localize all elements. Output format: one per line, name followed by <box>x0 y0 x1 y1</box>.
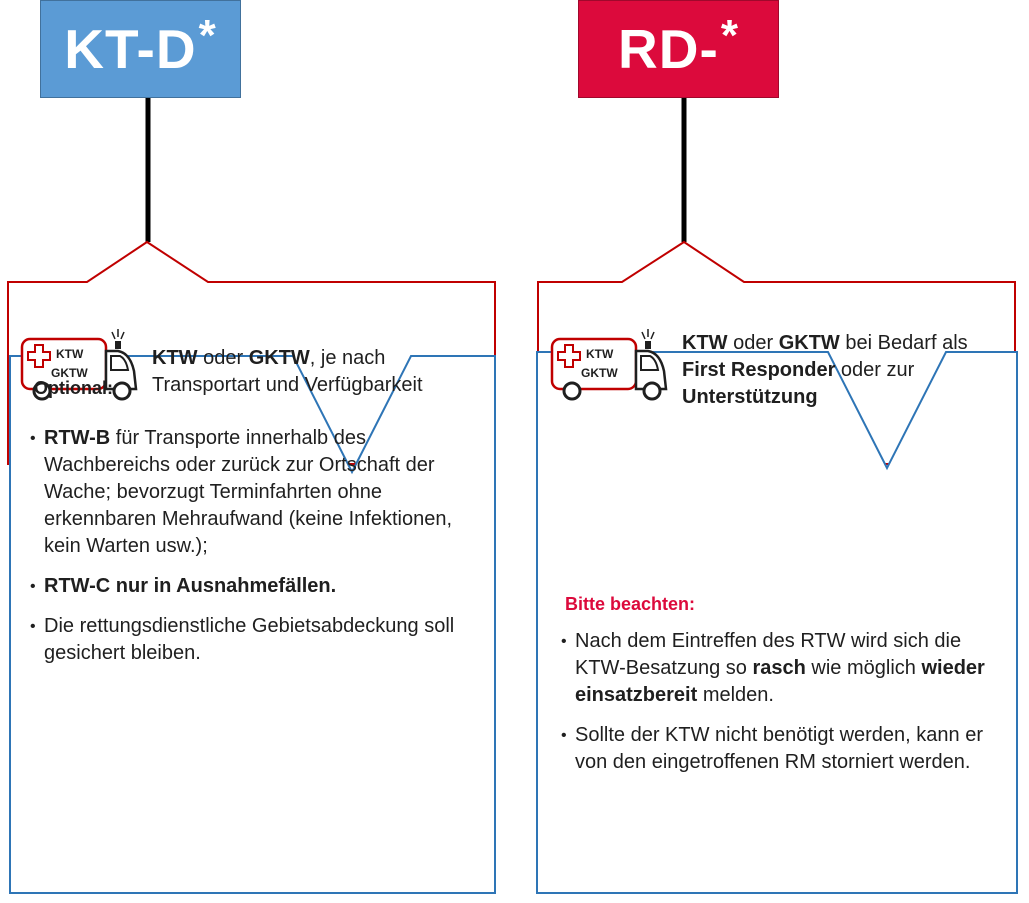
item-bold: RTW-B <box>44 427 111 449</box>
item-text: Sollte der KTW nicht benötigt werden, ka… <box>575 724 983 773</box>
ambulance-icon-line1: KTW <box>56 347 84 361</box>
kt-d-note-heading: Optional: <box>34 378 113 398</box>
item-bold: wieder einsatzbereit <box>575 657 985 706</box>
list-item: •Die rettungsdienstliche Gebietsabdeckun… <box>30 615 455 664</box>
rd-header-label: RD- <box>618 18 719 80</box>
list-item: •RTW-C nur in Ausnahmefällen. <box>30 575 337 597</box>
vehicle-suffix: bei Bedarf als <box>839 332 968 354</box>
vehicle-ktw: KTW <box>152 347 198 369</box>
ambulance-icon-line1: KTW <box>586 347 614 361</box>
kt-d-note-callout <box>9 355 496 894</box>
item-text: melden. <box>697 684 774 706</box>
vehicle-support: Unterstützung <box>682 386 818 408</box>
vehicle-ktw: KTW <box>682 332 728 354</box>
vehicle-first-responder: First Responder <box>682 359 836 381</box>
vehicle-suffix: , je nach <box>309 347 386 369</box>
kt-d-vehicle-text: KTW oder GKTW, je nach Transportart und … <box>152 345 423 399</box>
vehicle-gktw: GKTW <box>778 332 840 354</box>
rd-note-list: •Nach dem Eintreffen des RTW wird sich d… <box>561 628 1001 789</box>
kt-d-header: KT-D* <box>40 0 241 98</box>
rd-note-heading: Bitte beachten: <box>565 594 696 614</box>
item-bold: RTW-C nur in Ausnahmefällen. <box>44 575 337 597</box>
ambulance-icon-line2: GKTW <box>51 366 88 380</box>
ambulance-icon: KTW GKTW <box>20 329 138 401</box>
rd-header-star: * <box>720 11 739 60</box>
ambulance-icon-line2: GKTW <box>581 366 618 380</box>
kt-d-note-list: •RTW-B für Transporte innerhalb des Wach… <box>30 425 482 680</box>
vehicle-connector-2: oder zur <box>835 359 915 381</box>
item-text: für Transporte innerhalb des Wachbereich… <box>44 427 453 557</box>
list-item: •Nach dem Eintreffen des RTW wird sich d… <box>561 630 985 706</box>
rd-vehicle-text: KTW oder GKTW bei Bedarf als First Respo… <box>682 330 968 411</box>
item-text: Nach dem Eintreffen des RTW wird sich di… <box>575 630 962 679</box>
vehicle-connector: oder <box>197 347 249 369</box>
ambulance-icon: KTW GKTW <box>550 329 668 401</box>
vehicle-connector: oder <box>727 332 779 354</box>
rd-header: RD-* <box>578 0 779 98</box>
list-item: •RTW-B für Transporte innerhalb des Wach… <box>30 427 453 557</box>
kt-d-header-label: KT-D <box>64 18 197 80</box>
rd-note-callout <box>536 351 1018 894</box>
list-item: •Sollte der KTW nicht benötigt werden, k… <box>561 724 983 773</box>
kt-d-header-star: * <box>198 11 217 60</box>
item-bold: rasch <box>752 657 806 679</box>
vehicle-gktw: GKTW <box>248 347 310 369</box>
item-text: wie möglich <box>805 657 922 679</box>
item-text: Die rettungsdienstliche Gebietsabdeckung… <box>44 615 455 664</box>
vehicle-line2: Transportart und Verfügbarkeit <box>152 374 423 396</box>
